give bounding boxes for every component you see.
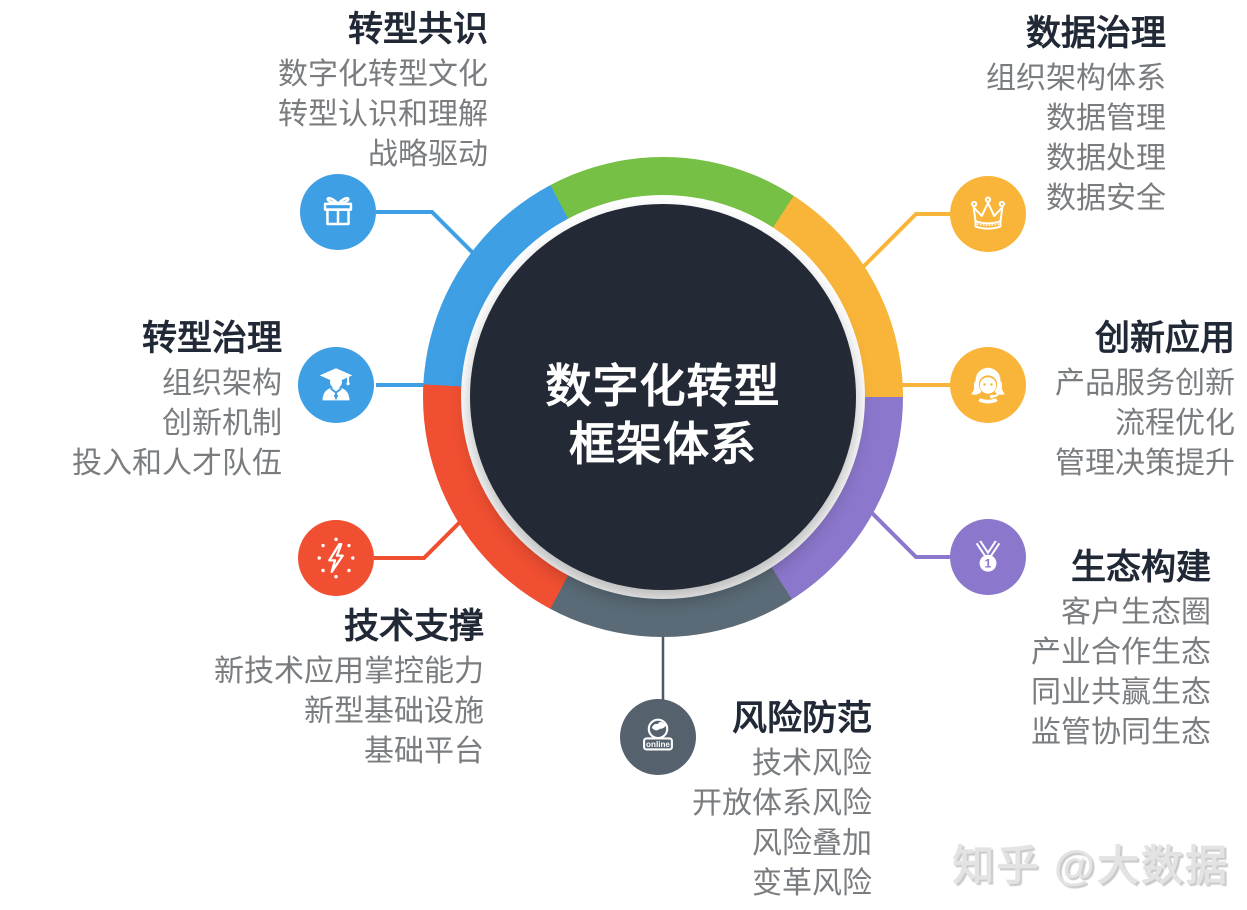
section-item: 变革风险 xyxy=(752,867,872,900)
graduate-icon xyxy=(298,347,374,423)
section-transformation-governance: 转型治理 组织架构 创新机制 投入和人才队伍 xyxy=(0,317,282,484)
section-innovation: 创新应用 产品服务创新 流程优化 管理决策提升 xyxy=(805,317,1235,484)
section-item: 数据安全 xyxy=(1046,182,1166,215)
center-title-line1: 数字化转型 xyxy=(545,360,781,412)
segmented-color-ring: 数字化转型 框架体系 xyxy=(423,157,903,637)
section-item: 组织架构体系 xyxy=(986,62,1166,95)
crown-icon xyxy=(950,176,1026,252)
section-transformation-governance-title: 转型治理 xyxy=(141,319,282,358)
section-item: 新型基础设施 xyxy=(304,695,484,728)
center-title: 数字化转型 框架体系 xyxy=(546,357,781,473)
section-ecosystem-title: 生态构建 xyxy=(1070,548,1211,587)
section-item: 转型认识和理解 xyxy=(278,98,488,131)
center-title-line2: 框架体系 xyxy=(569,418,757,470)
section-item: 同业共赢生态 xyxy=(1031,676,1211,709)
section-item: 客户生态圈 xyxy=(1061,596,1211,629)
customer-service-icon xyxy=(950,347,1026,423)
connector-ecosystem xyxy=(860,501,950,559)
connector-consensus xyxy=(376,210,480,260)
section-risk: 风险防范 技术风险 开放体系风险 风险叠加 变革风险 xyxy=(442,697,872,904)
section-item: 监管协同生态 xyxy=(1031,716,1211,749)
section-consensus: 转型共识 数字化转型文化 转型认识和理解 战略驱动 xyxy=(58,8,488,175)
medal-rank-label: 1 xyxy=(985,557,992,571)
section-item: 数据管理 xyxy=(1046,102,1166,135)
watermark: 知乎 @大数据 xyxy=(952,842,1229,889)
section-data-governance: 数据治理 组织架构体系 数据管理 数据处理 数据安全 xyxy=(736,12,1166,219)
section-item: 数字化转型文化 xyxy=(278,58,488,91)
medal-icon: 1 xyxy=(950,519,1026,595)
gift-icon xyxy=(300,174,376,250)
section-item: 管理决策提升 xyxy=(1055,447,1235,480)
section-consensus-title: 转型共识 xyxy=(347,10,488,49)
connector-tech-support xyxy=(374,506,476,560)
section-item: 流程优化 xyxy=(1115,407,1235,440)
section-risk-title: 风险防范 xyxy=(731,699,872,738)
globe-online-label: online xyxy=(646,740,670,749)
section-item: 投入和人才队伍 xyxy=(72,447,282,480)
section-item: 新技术应用掌控能力 xyxy=(214,655,484,688)
section-item: 技术风险 xyxy=(752,747,872,780)
section-innovation-title: 创新应用 xyxy=(1094,319,1235,358)
section-item: 数据处理 xyxy=(1046,142,1166,175)
section-tech-support-title: 技术支撑 xyxy=(343,607,484,646)
section-ecosystem: 生态构建 客户生态圈 产业合作生态 同业共赢生态 监管协同生态 xyxy=(781,546,1211,753)
section-item: 创新机制 xyxy=(162,407,282,440)
globe-online-icon: online xyxy=(620,699,696,775)
section-item: 基础平台 xyxy=(364,735,484,768)
section-data-governance-title: 数据治理 xyxy=(1025,14,1166,53)
spark-icon xyxy=(298,520,374,596)
ring-inner-gap: 数字化转型 框架体系 xyxy=(461,195,865,599)
center-circle: 数字化转型 框架体系 xyxy=(470,204,856,590)
section-item: 组织架构 xyxy=(162,367,282,400)
section-item: 战略驱动 xyxy=(368,138,488,171)
connector-data-governance xyxy=(858,212,950,272)
section-tech-support: 技术支撑 新技术应用掌控能力 新型基础设施 基础平台 xyxy=(54,605,484,772)
section-item: 产业合作生态 xyxy=(1031,636,1211,669)
section-item: 开放体系风险 xyxy=(692,787,872,820)
section-item: 产品服务创新 xyxy=(1055,367,1235,400)
section-item: 风险叠加 xyxy=(752,827,872,860)
